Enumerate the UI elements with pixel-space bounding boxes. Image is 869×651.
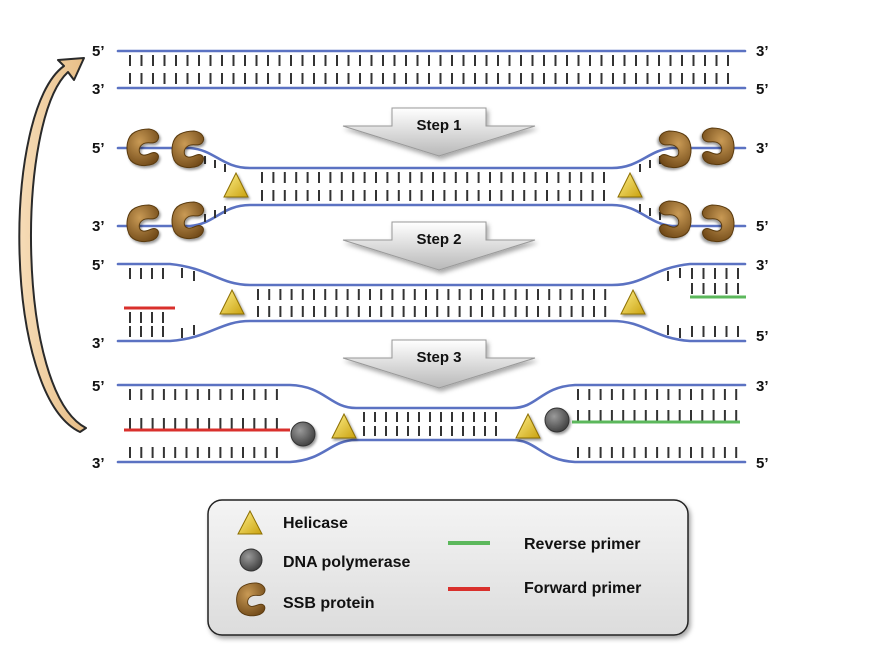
step-2-arrow xyxy=(342,221,536,271)
legend-dna-polymerase-label: DNA polymerase xyxy=(283,554,411,571)
step-2-label: Step 2 xyxy=(416,231,461,248)
helicase-icon xyxy=(620,288,646,315)
helicase-icon xyxy=(617,171,643,198)
helicase-icon xyxy=(223,171,249,198)
step-3-label: Step 3 xyxy=(416,349,461,366)
dna-row-step1: 5’ 3’ 3’ 5’ xyxy=(92,127,769,243)
ssb-protein-icon xyxy=(701,204,735,243)
row3-label-left-top: 5’ xyxy=(92,378,105,395)
row2-label-left-top: 5’ xyxy=(92,257,105,274)
row0-label-right-top: 3’ xyxy=(756,43,769,60)
row1-label-right-top: 3’ xyxy=(756,140,769,157)
ssb-protein-icon xyxy=(171,201,205,240)
dna-row-step3: 5’ 3’ 3’ 5’ xyxy=(92,378,769,472)
step-1-label: Step 1 xyxy=(416,117,461,134)
dna-polymerase-icon xyxy=(544,407,570,433)
row0-label-left-bottom: 3’ xyxy=(92,81,105,98)
row1-label-right-bottom: 5’ xyxy=(756,218,769,235)
ssb-protein-icon xyxy=(701,127,735,166)
row0-label-left-top: 5’ xyxy=(92,43,105,60)
row3-label-right-bottom: 5’ xyxy=(756,455,769,472)
helicase-icon xyxy=(219,288,245,315)
row3-label-right-top: 3’ xyxy=(756,378,769,395)
helicase-icon xyxy=(237,509,263,535)
dna-polymerase-icon xyxy=(239,548,263,572)
ssb-protein-icon xyxy=(658,200,692,239)
cycle-arrow xyxy=(18,57,87,433)
step-3-arrow xyxy=(342,339,536,389)
row2-label-right-bottom: 5’ xyxy=(756,328,769,345)
step-1-arrow xyxy=(342,107,536,157)
helicase-icon xyxy=(331,412,357,439)
row2-label-left-bottom: 3’ xyxy=(92,335,105,352)
legend-forward-primer-label: Forward primer xyxy=(524,580,641,597)
dna-row-initial: 5’ 3’ 3’ 5’ xyxy=(92,43,769,98)
legend-helicase-label: Helicase xyxy=(283,515,348,532)
legend: Helicase DNA polymerase SSB protein Reve… xyxy=(207,499,689,636)
ssb-protein-icon xyxy=(126,204,160,243)
row1-label-left-bottom: 3’ xyxy=(92,218,105,235)
legend-ssb-protein-label: SSB protein xyxy=(283,595,375,612)
dna-row-step2: 5’ 3’ 3’ 5’ xyxy=(92,257,769,352)
row0-label-right-bottom: 5’ xyxy=(756,81,769,98)
dna-polymerase-icon xyxy=(290,421,316,447)
row2-label-right-top: 3’ xyxy=(756,257,769,274)
helicase-icon xyxy=(515,412,541,439)
row3-label-left-bottom: 3’ xyxy=(92,455,105,472)
row1-label-left-top: 5’ xyxy=(92,140,105,157)
legend-reverse-primer-label: Reverse primer xyxy=(524,536,641,553)
